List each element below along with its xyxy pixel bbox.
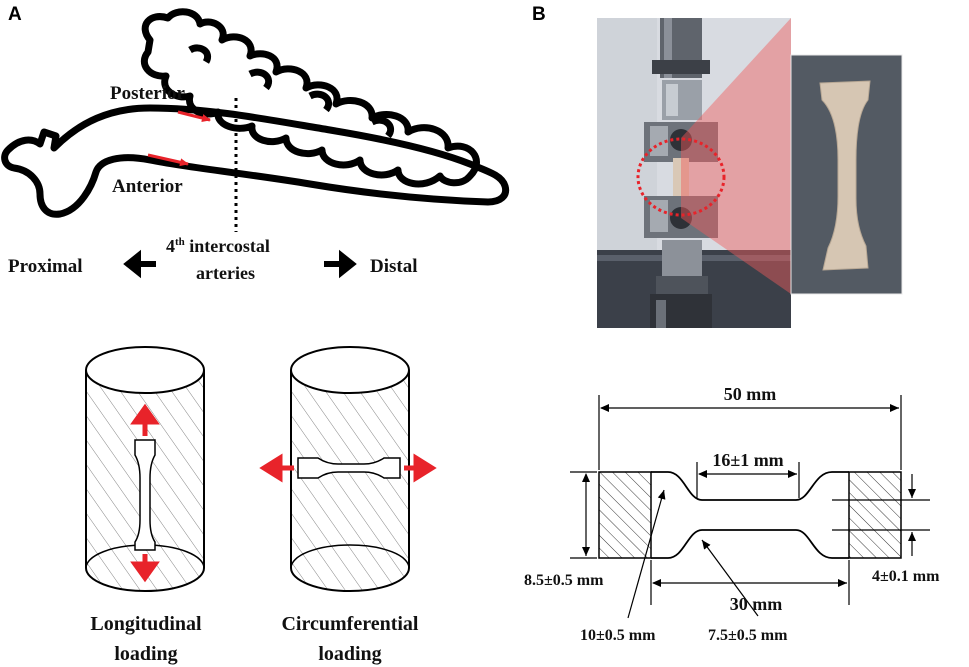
posterior-red-arrow [177,110,211,122]
magnify-circle [636,137,726,217]
posterior-label: Posterior [110,83,185,104]
longitudinal-up-arrow [130,403,160,436]
specimen-closeup-photo [790,54,903,295]
distal-label: Distal [370,256,418,277]
dim-overall-length: 50 mm [724,384,777,404]
dim-grip-height: 8.5±0.5 mm [524,572,604,589]
circumferential-specimen [297,457,401,479]
dimension-lines [570,395,930,619]
distal-arrow [324,249,357,279]
dogbone-drawing [598,471,902,559]
magnify-wedge [681,18,791,294]
longitudinal-label-1: Longitudinal [90,613,202,635]
circumferential-right-arrow [404,453,437,483]
circumferential-left-arrow [259,453,294,483]
intercostal-number: 4 [166,236,175,256]
longitudinal-label-2: loading [114,643,177,665]
dim-gauge-width: 4±0.1 mm [872,568,940,585]
intercostal-label: 4th intercostal arteries [166,236,270,283]
anterior-label: Anterior [112,176,183,197]
panel-label-b: B [532,4,546,25]
proximal-label: Proximal [8,256,83,277]
dogbone-outline [651,471,849,559]
longitudinal-cylinder [85,346,205,592]
spine-vertebrae [140,8,480,188]
intercostal-superscript: th [175,236,185,248]
circumferential-label-2: loading [318,643,381,665]
longitudinal-specimen [134,439,156,551]
right-grip-section [848,471,902,559]
left-grip-section [598,471,652,559]
circumferential-cylinder [259,346,437,592]
tensile-tester-photo [597,18,791,328]
intercostal-text: intercostal [185,236,270,256]
dim-neck-length: 30 mm [730,594,783,614]
dim-grip-length: 10±0.5 mm [580,627,656,644]
longitudinal-down-arrow [130,554,160,583]
dim-gauge-length: 16±1 mm [712,450,783,470]
panel-label-a: A [8,4,22,25]
dim-fillet-span: 7.5±0.5 mm [708,627,788,644]
anterior-red-arrow [147,153,189,167]
svg-text:4th intercostal: 4th intercostal [166,236,270,256]
aorta-outline [1,104,510,218]
arteries-label: arteries [196,263,255,283]
circumferential-label-1: Circumferential [281,613,418,635]
proximal-arrow [123,249,156,279]
